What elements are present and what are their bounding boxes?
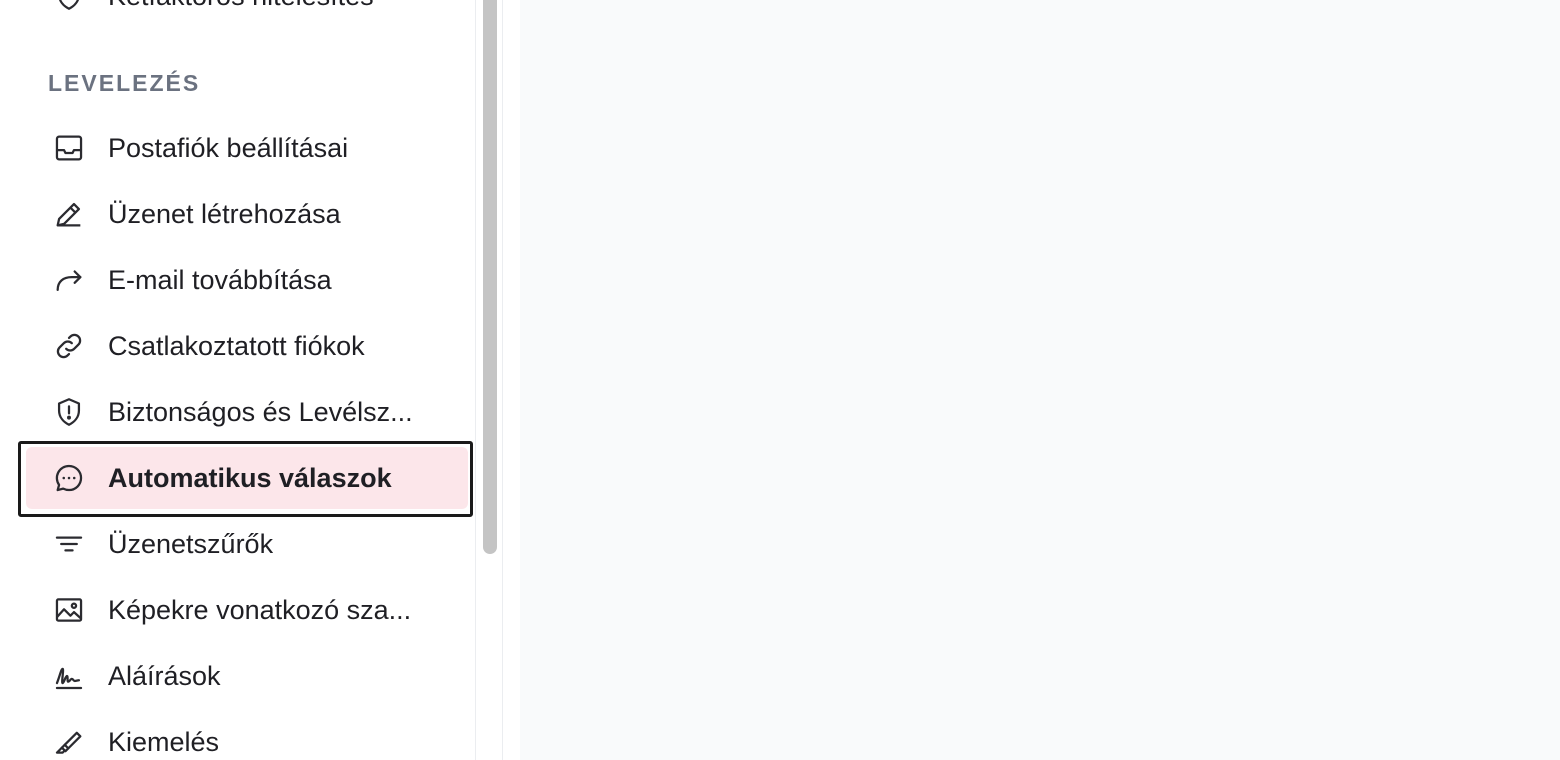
sidebar-item-compose[interactable]: Üzenet létrehozása (26, 183, 468, 245)
sidebar-item-label: Automatikus válaszok (108, 462, 392, 493)
sidebar-item-label: Képekre vonatkozó sza... (108, 594, 412, 625)
sidebar-item-label: Kétfaktoros hitelesítés (108, 0, 374, 12)
sidebar-item-label: Biztonságos és Levélsz... (108, 396, 413, 427)
sidebar-item-label: Csatlakoztatott fiókok (108, 330, 365, 361)
divider (503, 0, 520, 760)
shield-icon (52, 0, 86, 13)
sidebar-item-auto-replies[interactable]: Automatikus válaszok (26, 447, 468, 509)
sidebar-item-image-settings[interactable]: Képekre vonatkozó sza... (26, 579, 468, 641)
sidebar-scrollbar[interactable] (475, 0, 503, 760)
highlighter-icon (52, 725, 86, 759)
sidebar-item-two-factor[interactable]: Kétfaktoros hitelesítés (26, 0, 468, 27)
sidebar-item-label: Üzenet létrehozása (108, 198, 341, 229)
sidebar-item-label: Üzenetszűrők (108, 528, 274, 559)
settings-sidebar: Kétfaktoros hitelesítés LEVELEZÉS Postaf… (0, 0, 475, 760)
filter-icon (52, 527, 86, 561)
pencil-icon (52, 197, 86, 231)
shield-alert-icon (52, 395, 86, 429)
link-icon (52, 329, 86, 363)
sidebar-item-label: E-mail továbbítása (108, 264, 332, 295)
sidebar-item-highlight[interactable]: Kiemelés (26, 711, 468, 760)
sidebar-item-mailbox-settings[interactable]: Postafiók beállításai (26, 117, 468, 179)
sidebar-item-signatures[interactable]: Aláírások (26, 645, 468, 707)
forward-arrow-icon (52, 263, 86, 297)
image-icon (52, 593, 86, 627)
sidebar-item-message-filters[interactable]: Üzenetszűrők (26, 513, 468, 575)
sidebar-item-label: Postafiók beállításai (108, 132, 349, 163)
sidebar-item-forwarding[interactable]: E-mail továbbítása (26, 249, 468, 311)
sidebar-item-safe-senders[interactable]: Biztonságos és Levélsz... (26, 381, 468, 443)
sidebar-item-label: Aláírások (108, 660, 221, 691)
signature-icon (52, 659, 86, 693)
scrollbar-thumb[interactable] (483, 0, 497, 554)
sidebar-item-connected-accounts[interactable]: Csatlakoztatott fiókok (26, 315, 468, 377)
settings-content-pane (520, 0, 1560, 760)
section-title-mail: LEVELEZÉS (48, 70, 201, 96)
sidebar-item-label: Kiemelés (108, 726, 220, 757)
chat-bubble-icon (52, 461, 86, 495)
inbox-icon (52, 131, 86, 165)
